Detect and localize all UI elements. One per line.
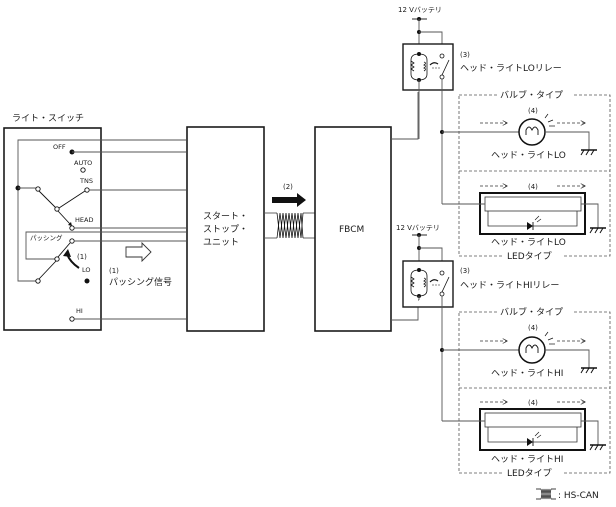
start-stop-unit-label-2: ストップ・ bbox=[203, 224, 248, 235]
hi-bulb-icon bbox=[518, 336, 546, 364]
legend: : HS-CAN bbox=[536, 488, 599, 501]
can-direction-arrow bbox=[272, 193, 306, 207]
light-switch-title: ライト・スイッチ bbox=[12, 113, 84, 124]
start-stop-unit-label-3: ユニット bbox=[203, 238, 239, 248]
passing-signal: (1) パッシング信号 bbox=[109, 241, 172, 288]
lo-relay-label: ヘッド・ライトLOリレー bbox=[460, 63, 562, 74]
lo-circuit: 12 Vバッテリ (3) ヘッド・ライトLOリレー バルブ・タイプ (4) bbox=[398, 6, 611, 262]
lo-relay-number: (3) bbox=[460, 51, 470, 59]
hi-bulb-label: ヘッド・ライトHI bbox=[491, 368, 563, 379]
hi-led-label: ヘッド・ライトHI bbox=[491, 454, 563, 465]
light-switch-box bbox=[3, 127, 102, 331]
hi-relay-number: (3) bbox=[460, 267, 470, 275]
ground-icon bbox=[580, 367, 597, 374]
switch-pos-tns: TNS bbox=[79, 177, 93, 185]
lo-bulb-number: (4) bbox=[528, 107, 538, 115]
switch-pos-off: OFF bbox=[53, 143, 66, 151]
hi-led-number: (4) bbox=[528, 399, 538, 407]
lo-bulb-type-header: バルブ・タイプ bbox=[500, 89, 563, 101]
passing-signal-arrow bbox=[125, 241, 152, 263]
lo-led-diode-icon bbox=[527, 222, 533, 230]
switch-pos-auto: AUTO bbox=[74, 159, 92, 167]
passing-signal-label: パッシング信号 bbox=[109, 276, 172, 288]
lo-led-label: ヘッド・ライトLO bbox=[491, 237, 566, 248]
hs-can-link: (2) bbox=[264, 183, 315, 239]
start-stop-unit-box bbox=[186, 126, 265, 332]
lo-led-number: (4) bbox=[528, 183, 538, 191]
fbcm: FBCM bbox=[314, 92, 419, 332]
start-stop-unit: スタート・ ストップ・ ユニット bbox=[186, 126, 265, 332]
start-stop-unit-label-1: スタート・ bbox=[203, 211, 248, 222]
switch-pos-lo: LO bbox=[82, 266, 91, 274]
hi-led-diode-icon bbox=[527, 438, 533, 446]
hi-battery-label: 12 Vバッテリ bbox=[396, 224, 440, 232]
switch-pos-hi: HI bbox=[76, 307, 83, 315]
switch-pos-head: HEAD bbox=[75, 216, 93, 224]
passing-signal-number: (1) bbox=[109, 267, 119, 275]
hi-bulb-number: (4) bbox=[528, 324, 538, 332]
hi-bulb-type-header: バルブ・タイプ bbox=[500, 306, 563, 318]
hi-circuit: 12 Vバッテリ (3) ヘッド・ライトHIリレー バルブ・タイプ (4) bbox=[396, 224, 611, 479]
hi-led-type-header: LEDタイプ bbox=[507, 468, 552, 479]
switch-note-number: (1) bbox=[77, 253, 87, 261]
light-switch: ライト・スイッチ OFF AUTO TNS HEAD パッシング bbox=[3, 113, 186, 331]
fbcm-box bbox=[314, 126, 392, 332]
lo-bulb-label: ヘッド・ライトLO bbox=[491, 150, 566, 161]
can-number: (2) bbox=[283, 183, 293, 191]
ground-icon bbox=[589, 444, 606, 451]
ground-icon bbox=[580, 149, 597, 156]
lo-battery-label: 12 Vバッテリ bbox=[398, 6, 442, 14]
lo-bulb-icon bbox=[518, 118, 546, 146]
lo-led-type-header: LEDタイプ bbox=[507, 251, 552, 262]
hi-relay-label: ヘッド・ライトHIリレー bbox=[460, 280, 559, 291]
passing-label: パッシング bbox=[30, 233, 63, 242]
ground-icon bbox=[589, 227, 606, 234]
fbcm-label: FBCM bbox=[339, 225, 364, 235]
legend-label: : HS-CAN bbox=[558, 491, 599, 501]
